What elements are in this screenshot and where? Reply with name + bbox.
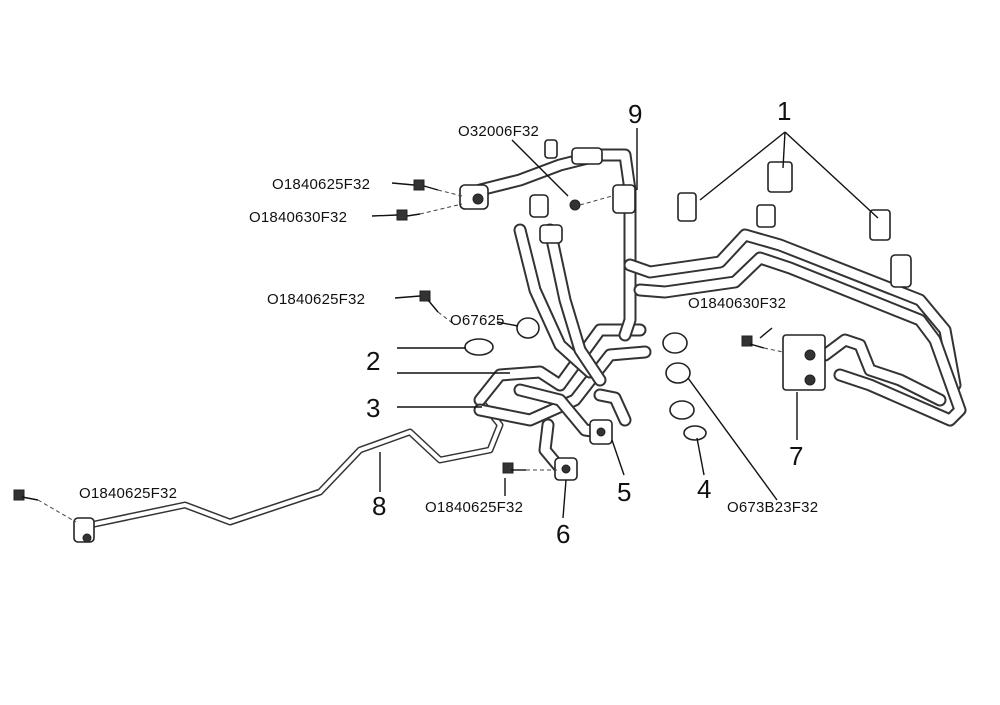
upper-hoses [459, 139, 637, 387]
callout-4: 4 [697, 474, 712, 504]
part-code-o1840625f32-left: O1840625F32 [79, 485, 178, 502]
hose-clips-1 [677, 161, 891, 241]
hose-clamps [464, 317, 707, 441]
callout-7: 7 [789, 441, 804, 471]
callout-5: 5 [617, 477, 632, 507]
part-code-o1840625f32-top: O1840625F32 [272, 176, 371, 193]
part-code-o1840625f32-bottom: O1840625F32 [425, 499, 524, 516]
callout-3: 3 [366, 393, 381, 423]
bracket-9 [612, 184, 636, 214]
bolts [13, 179, 765, 501]
manifold-hoses [473, 323, 652, 481]
ac-line-8 [73, 396, 504, 543]
part-code-o32006f32: O32006F32 [458, 123, 540, 140]
part-code-o67625: O67625 [450, 312, 505, 329]
part-code-o1840625f32-mid: O1840625F32 [267, 291, 366, 308]
part-code-o1840630f32-top: O1840630F32 [249, 209, 348, 226]
callout-2: 2 [366, 346, 381, 376]
pressure-switch [890, 254, 912, 288]
right-hoses [623, 204, 967, 427]
expansion-valve-7 [782, 334, 826, 391]
leader-lines [371, 128, 879, 519]
callout-1: 1 [777, 96, 792, 126]
part-code-o673b23f32: O673B23F32 [727, 499, 819, 516]
assembly-dashes [37, 189, 784, 523]
callout-6: 6 [556, 519, 571, 549]
clamp-2 [464, 338, 494, 356]
o-ring-67625 [516, 317, 540, 339]
callout-9: 9 [628, 99, 643, 129]
part-code-o1840630f32-right: O1840630F32 [688, 295, 787, 312]
callout-8: 8 [372, 491, 387, 521]
